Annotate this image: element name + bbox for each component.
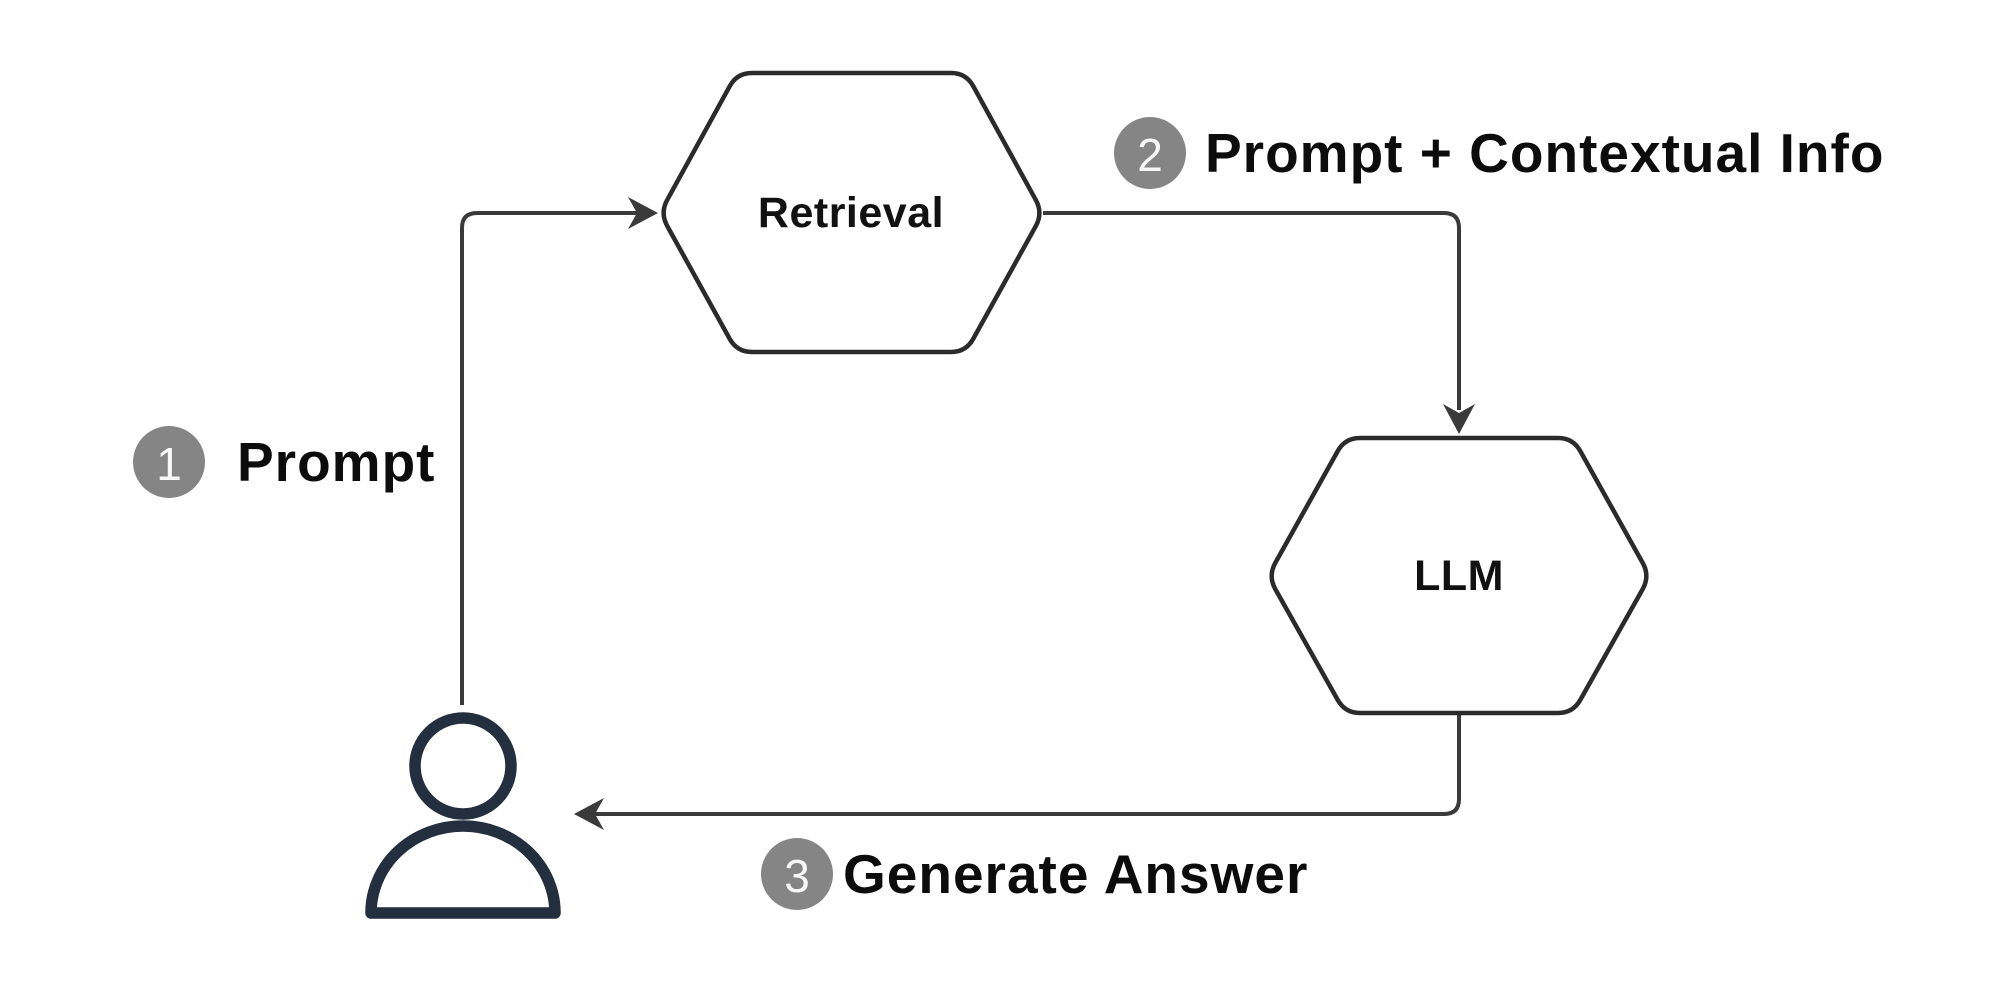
retrieval-node: Retrieval <box>661 70 1042 355</box>
step-1-label-text: Prompt <box>237 431 436 493</box>
retrieval-node-label: Retrieval <box>758 189 944 237</box>
arrow-step-3 <box>574 714 1461 830</box>
step-2-badge <box>1114 117 1186 189</box>
step-2-badge-number: 2 <box>1137 129 1163 181</box>
step-2-label: 2 Prompt + Contextual Info <box>1114 117 1884 189</box>
step-3-label-text: Generate Answer <box>843 843 1308 905</box>
arrow-step-3-line <box>592 714 1461 816</box>
person-body-icon <box>365 820 561 919</box>
llm-node: LLM <box>1269 435 1649 716</box>
arrow-step-1 <box>460 197 658 705</box>
arrow-step-2-line <box>1043 211 1461 410</box>
step-1-badge-number: 1 <box>156 438 182 490</box>
llm-node-label: LLM <box>1414 552 1504 600</box>
step-1-label: 1 Prompt <box>133 426 436 498</box>
arrow-step-1-line <box>460 211 640 705</box>
arrow-step-1-head-icon <box>628 197 658 229</box>
arrow-step-2-head-icon <box>1443 404 1475 434</box>
retrieval-hexagon-shape <box>661 70 1042 355</box>
step-3-badge-number: 3 <box>784 850 810 902</box>
step-2-label-text: Prompt + Contextual Info <box>1205 122 1884 184</box>
step-1-badge <box>133 426 205 498</box>
arrow-step-3-head-icon <box>574 798 604 830</box>
person-head-icon <box>409 712 517 820</box>
arrow-step-2 <box>1043 211 1475 434</box>
llm-hexagon-shape <box>1269 435 1649 716</box>
step-3-label: 3 Generate Answer <box>761 838 1308 910</box>
user-actor <box>365 712 561 919</box>
step-3-badge <box>761 838 833 910</box>
